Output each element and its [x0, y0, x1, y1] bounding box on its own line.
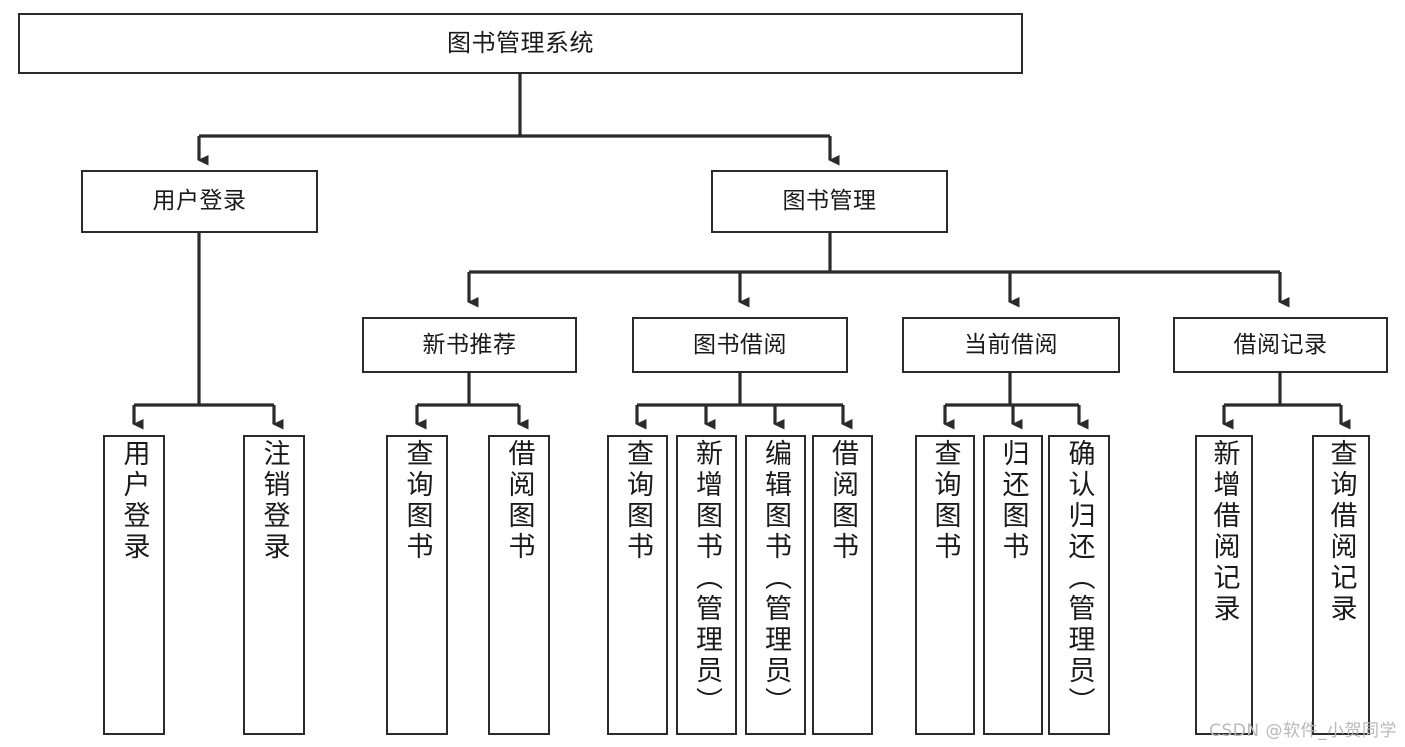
leaf-current-query-book[interactable]: 查询图书 [915, 435, 975, 735]
node-label: 查询图书 [929, 439, 961, 563]
node-label: 图书管理 [782, 188, 877, 215]
node-label: 当前借阅 [964, 331, 1058, 358]
leaf-recommend-borrow-book[interactable]: 借阅图书 [488, 435, 550, 735]
leaf-recommend-query-book[interactable]: 查询图书 [386, 435, 448, 735]
leaf-current-confirm-return[interactable]: 确认归还（管理员） [1048, 435, 1110, 735]
leaf-borrow-add-book[interactable]: 新增图书（管理员） [676, 435, 737, 735]
node-label: 查询图书 [622, 439, 653, 563]
csdn-watermark: CSDN @软件_小贺同学 [1209, 721, 1397, 741]
leaf-borrow-query-book[interactable]: 查询图书 [607, 435, 668, 735]
node-label: 图书管理系统 [447, 28, 594, 57]
node-root-system[interactable]: 图书管理系统 [18, 13, 1023, 74]
node-label: 借阅记录 [1233, 331, 1328, 358]
node-label: 借阅图书 [503, 439, 535, 563]
node-user-login[interactable]: 用户登录 [81, 170, 318, 233]
leaf-record-add[interactable]: 新增借阅记录 [1195, 435, 1253, 735]
node-label: 确认归还（管理员） [1063, 439, 1095, 718]
node-current-borrow[interactable]: 当前借阅 [902, 317, 1120, 373]
leaf-borrow-borrow-book[interactable]: 借阅图书 [812, 435, 873, 735]
node-label: 借阅图书 [827, 439, 858, 563]
leaf-user-logout[interactable]: 注销登录 [243, 435, 305, 735]
node-book-borrow[interactable]: 图书借阅 [632, 317, 848, 373]
node-label: 新增图书（管理员） [691, 439, 722, 718]
node-label: 查询借阅记录 [1325, 439, 1357, 625]
node-label: 编辑图书（管理员） [760, 439, 791, 718]
node-label: 图书借阅 [693, 331, 787, 358]
node-label: 用户登录 [118, 439, 150, 563]
node-label: 归还图书 [997, 439, 1029, 563]
node-label: 注销登录 [258, 439, 290, 563]
node-label: 用户登录 [152, 188, 247, 215]
node-label: 查询图书 [401, 439, 433, 563]
node-new-book-recommend[interactable]: 新书推荐 [362, 317, 577, 373]
node-label: 新增借阅记录 [1208, 439, 1240, 625]
leaf-user-login[interactable]: 用户登录 [103, 435, 165, 735]
node-borrow-record[interactable]: 借阅记录 [1173, 317, 1388, 373]
node-book-management[interactable]: 图书管理 [711, 170, 948, 233]
leaf-record-query[interactable]: 查询借阅记录 [1312, 435, 1370, 735]
leaf-current-return-book[interactable]: 归还图书 [983, 435, 1043, 735]
leaf-borrow-edit-book[interactable]: 编辑图书（管理员） [745, 435, 806, 735]
node-label: 新书推荐 [422, 331, 517, 358]
